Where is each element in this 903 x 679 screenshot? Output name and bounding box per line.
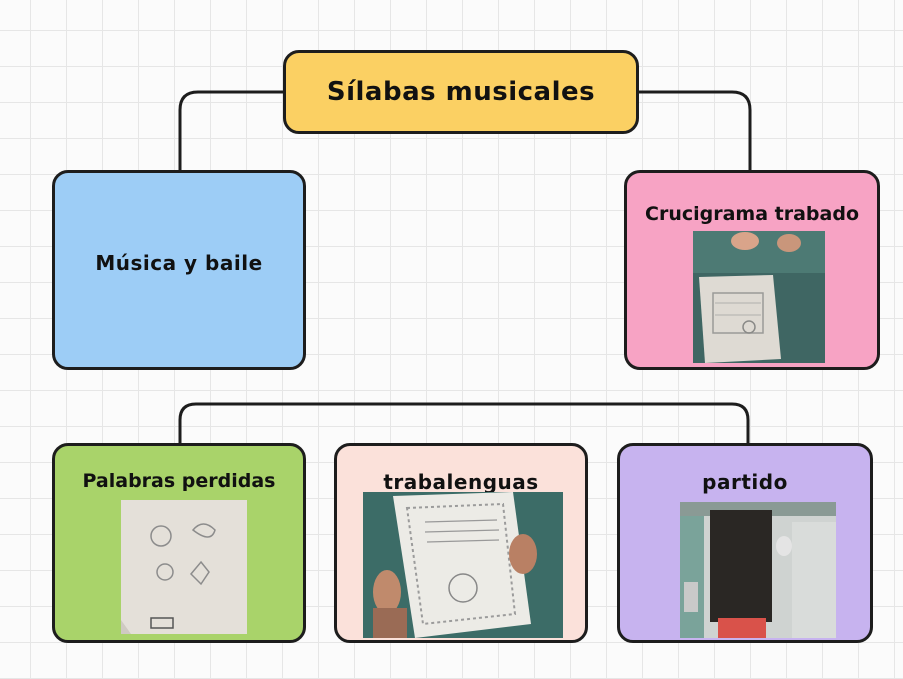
node-label: Crucigrama trabado <box>645 203 859 225</box>
palabras-photo <box>121 500 247 634</box>
node-musica-y-baile[interactable]: Música y baile <box>52 170 306 370</box>
connector-root-right <box>639 90 752 170</box>
node-label: trabalenguas <box>383 470 539 494</box>
partido-photo <box>680 502 836 638</box>
node-trabalenguas[interactable]: trabalenguas <box>334 443 588 643</box>
connector-root-left <box>178 90 283 170</box>
node-partido[interactable]: partido <box>617 443 873 643</box>
node-label: Palabras perdidas <box>82 470 276 492</box>
node-palabras-perdidas[interactable]: Palabras perdidas <box>52 443 306 643</box>
root-node[interactable]: Sílabas musicales <box>283 50 639 134</box>
root-label: Sílabas musicales <box>326 77 596 107</box>
crucigrama-photo <box>693 231 825 363</box>
node-label: Música y baile <box>95 251 263 275</box>
trabalenguas-photo <box>363 492 563 638</box>
node-crucigrama-trabado[interactable]: Crucigrama trabado <box>624 170 880 370</box>
node-label: partido <box>702 470 788 494</box>
connector-bottom-bar <box>178 402 750 443</box>
